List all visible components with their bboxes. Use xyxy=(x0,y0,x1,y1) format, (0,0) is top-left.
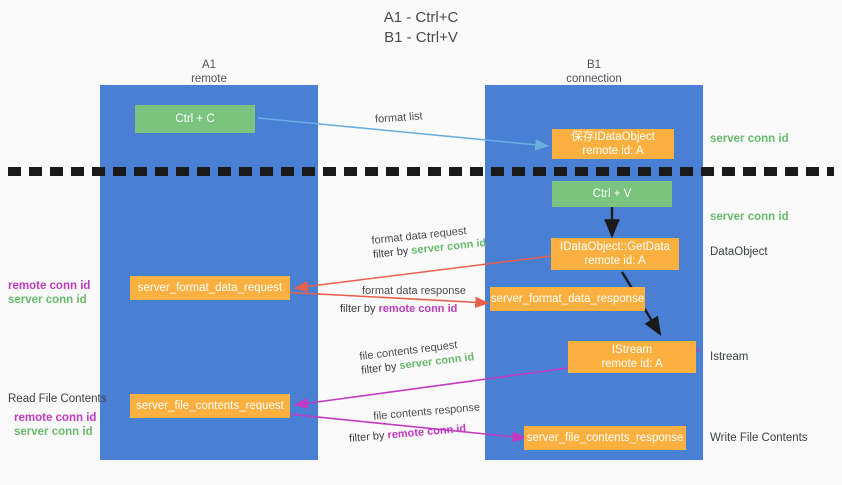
annotation-right-dataobject: DataObject xyxy=(710,245,768,259)
lane-header-a1-subtitle: remote xyxy=(191,73,227,85)
node-ctrl-v[interactable]: Ctrl + V xyxy=(552,181,672,207)
node-server-file-contents-request-label: server_file_contents_request xyxy=(136,400,284,412)
node-ctrl-c[interactable]: Ctrl + C xyxy=(135,105,255,133)
page-title-line-1: A1 - Ctrl+C xyxy=(383,9,459,26)
edge-label-format-data-response-text: format data response xyxy=(362,285,466,297)
node-server-file-contents-response-label: server_file_contents_response xyxy=(526,432,684,444)
node-server-file-contents-response[interactable]: server_file_contents_response xyxy=(524,426,686,450)
node-idataobject-getdata[interactable]: IDataObject::GetData remote id: A xyxy=(551,238,679,270)
edge-label-format-list-text: format list xyxy=(374,110,424,126)
annotation-right-server-conn-id-1: server conn id xyxy=(710,132,789,146)
edge-label-format-data-response: format data response filter by remote co… xyxy=(340,284,466,316)
annotation-right-server-conn-id-2-text: server conn id xyxy=(710,211,789,223)
node-server-format-data-response-label: server_format_data_response xyxy=(490,293,645,305)
node-ctrl-c-label: Ctrl + C xyxy=(175,113,215,125)
annotation-right-istream-text: Istream xyxy=(710,351,749,363)
annotation-right-write-file-contents: Write File Contents xyxy=(710,431,808,445)
node-server-format-data-request-label: server_format_data_request xyxy=(137,282,283,294)
edge-label-file-contents-response-filter: filter by remote conn id xyxy=(349,420,483,446)
edge-label-file-contents-response-text: file contents response xyxy=(372,401,481,423)
annotation-right-write-file-contents-text: Write File Contents xyxy=(710,432,808,444)
lane-header-b1: B1 connection xyxy=(485,58,703,86)
node-idataobject-getdata-line-1: IDataObject::GetData xyxy=(560,241,670,253)
lane-header-a1-title: A1 xyxy=(201,59,217,71)
filter-value-remote-conn-id: remote conn id xyxy=(387,422,467,442)
page-title-line-2: B1 - Ctrl+V xyxy=(384,29,458,46)
node-idataobject-getdata-line-2: remote id: A xyxy=(584,255,646,267)
node-istream-line-2: remote id: A xyxy=(601,358,663,370)
node-server-format-data-request[interactable]: server_format_data_request xyxy=(130,276,290,300)
annotation-read-file-contents-text: Read File Contents xyxy=(8,393,107,405)
edge-label-format-list: format list xyxy=(375,109,424,126)
node-server-format-data-response[interactable]: server_format_data_response xyxy=(490,287,645,311)
node-ctrl-v-label: Ctrl + V xyxy=(592,188,632,200)
edge-label-format-data-request: format data request filter by server con… xyxy=(371,222,487,262)
annotation-read-file-contents: Read File Contents xyxy=(8,392,106,406)
annotation-left-server-conn-id: server conn id xyxy=(8,294,87,306)
filter-prefix: filter by xyxy=(372,244,412,261)
annotation-right-server-conn-id-1-text: server conn id xyxy=(710,133,789,145)
edge-label-file-contents-response: file contents response filter by remote … xyxy=(349,400,483,444)
node-istream[interactable]: IStream remote id: A xyxy=(568,341,696,373)
annotation-right-server-conn-id-2: server conn id xyxy=(710,210,789,224)
lane-header-b1-title: B1 xyxy=(586,59,602,71)
annotation-left-remote-conn-id: remote conn id xyxy=(8,280,91,292)
page-title: A1 - Ctrl+C B1 - Ctrl+V xyxy=(0,8,842,48)
annotation-left-remote-conn-id-2: remote conn id xyxy=(14,412,97,424)
annotation-left-conn-ids-2: remote conn id server conn id xyxy=(14,411,96,439)
filter-value-remote-conn-id: remote conn id xyxy=(378,303,458,315)
edge-label-file-contents-request: file contents request filter by server c… xyxy=(359,336,475,378)
node-set-dataobject-line-2: remote id: A xyxy=(582,145,644,157)
filter-prefix: filter by xyxy=(348,429,389,445)
node-server-file-contents-request[interactable]: server_file_contents_request xyxy=(130,394,290,418)
filter-prefix: filter by xyxy=(360,360,401,377)
node-istream-line-1: IStream xyxy=(611,344,653,356)
node-set-dataobject[interactable]: 保存IDataObject remote id: A xyxy=(552,129,674,159)
lane-header-a1: A1 remote xyxy=(100,58,318,86)
lane-header-b1-subtitle: connection xyxy=(566,73,622,85)
node-set-dataobject-line-1: 保存IDataObject xyxy=(571,131,655,143)
annotation-right-dataobject-text: DataObject xyxy=(710,246,768,258)
annotation-left-conn-ids: remote conn id server conn id xyxy=(8,279,90,307)
annotation-left-server-conn-id-2: server conn id xyxy=(14,426,93,438)
filter-prefix: filter by xyxy=(340,303,379,315)
edge-label-format-data-response-filter: filter by remote conn id xyxy=(340,302,466,316)
phase-separator xyxy=(8,167,834,176)
annotation-right-istream: Istream xyxy=(710,350,748,364)
